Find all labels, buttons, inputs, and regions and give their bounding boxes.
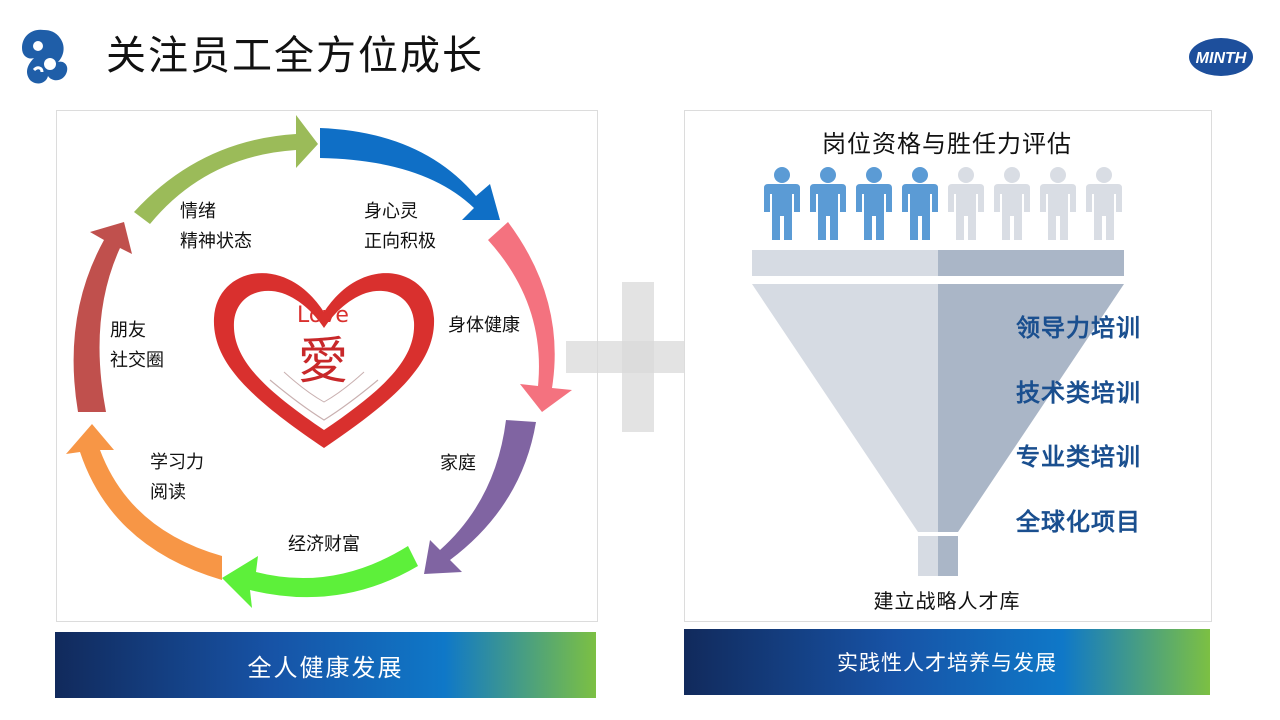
person-icon: [948, 167, 984, 240]
page-title: 关注员工全方位成长: [106, 33, 484, 79]
person-icon: [1086, 167, 1122, 240]
cycle-arrow-2: [320, 128, 500, 220]
training-item: 专业类培训: [1016, 443, 1141, 471]
cycle-arrow-7: [73, 222, 132, 412]
label-physical-health: 身体健康: [448, 315, 520, 336]
heart-love-text: Love: [297, 303, 349, 328]
cycle-arrow-6: [66, 424, 222, 580]
person-icon: [902, 167, 938, 240]
person-icon: [810, 167, 846, 240]
talent-funnel: [752, 250, 1124, 550]
person-icon: [856, 167, 892, 240]
funnel-stem: [914, 536, 962, 576]
assessment-title: 岗位资格与胜任力评估: [822, 130, 1072, 158]
heart-ai-text: 愛: [298, 332, 348, 390]
label-emotion: 情绪 精神状态: [180, 201, 252, 252]
person-icon: [1040, 167, 1076, 240]
cycle-diagram: Love 愛: [56, 110, 596, 620]
people-row: [760, 166, 1130, 246]
label-body-mind-spirit: 身心灵 正向积极: [364, 201, 436, 252]
training-item: 技术类培训: [1016, 379, 1141, 407]
label-wealth: 经济财富: [288, 534, 360, 555]
talent-pool-label: 建立战略人才库: [873, 589, 1021, 613]
person-icon: [764, 167, 800, 240]
love-heart: Love 愛: [213, 273, 435, 448]
talent-development-banner: 实践性人才培养与发展: [684, 629, 1210, 695]
cycle-arrow-3: [488, 222, 572, 412]
company-logo-icon: [14, 24, 76, 88]
cycle-arrow-4: [424, 420, 536, 574]
cycle-arrow-5: [222, 546, 418, 608]
label-friends: 朋友 社交圈: [110, 320, 164, 371]
minth-logo-text: MINTH: [1196, 50, 1247, 67]
training-item: 全球化项目: [1016, 508, 1141, 536]
label-family: 家庭: [440, 453, 476, 474]
whole-person-health-banner: 全人健康发展: [55, 632, 596, 698]
cycle-arrow-1: [134, 115, 318, 224]
minth-logo: MINTH: [1188, 36, 1254, 78]
training-item: 领导力培训: [1016, 314, 1141, 342]
label-learning: 学习力 阅读: [150, 452, 204, 503]
person-icon: [994, 167, 1030, 240]
